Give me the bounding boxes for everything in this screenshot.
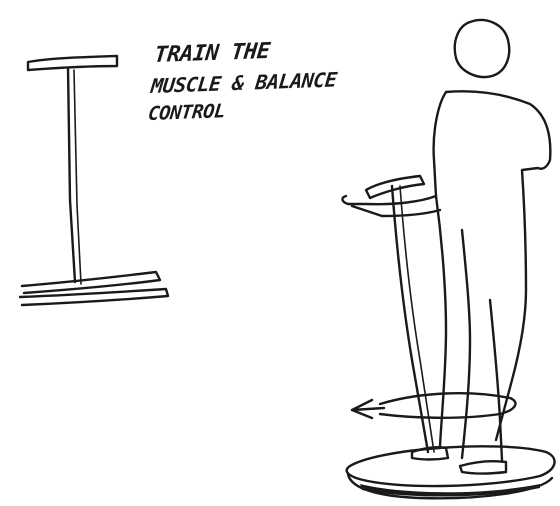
trainer-pole: [392, 186, 428, 452]
trainer-post-edge: [74, 70, 81, 284]
inner-leg: [462, 230, 470, 458]
user-on-trainer: [342, 20, 554, 498]
trainer-side-view: [20, 56, 168, 305]
rotation-arrow-head: [352, 400, 384, 418]
head: [455, 20, 509, 77]
front-leg: [436, 196, 446, 446]
hand: [342, 196, 348, 204]
forearm: [352, 206, 440, 216]
rear-foot: [460, 461, 506, 473]
handle-bar: [28, 56, 117, 70]
back: [434, 92, 446, 196]
handle-ring: [366, 176, 424, 198]
round-base-top: [347, 446, 555, 486]
rotation-swirl: [380, 393, 515, 418]
